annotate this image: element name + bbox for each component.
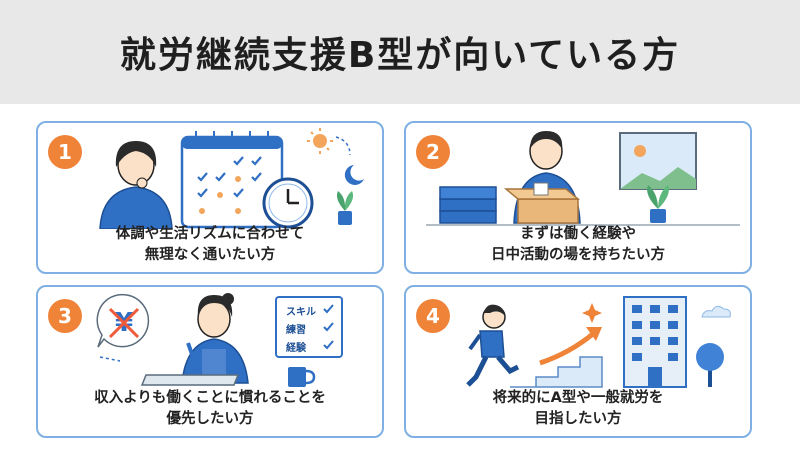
card-3-illustration: ¥ スキル 練習 経験	[96, 293, 343, 387]
card-2-illustration	[426, 131, 740, 226]
card-1: 1 体調や生活リズムに合わせて 無理なく通いたい方	[36, 121, 384, 274]
window-icon	[619, 132, 697, 190]
checklist-item: スキル	[286, 306, 316, 318]
card-number-badge: 1	[48, 135, 82, 169]
card-caption: まずは働く経験や 日中活動の場を持ちたい方	[406, 224, 750, 266]
card-caption: 収入よりも働くことに慣れることを 優先したい方	[38, 388, 382, 430]
card-caption-line: 目指したい方	[534, 411, 622, 427]
checklist-item: 経験	[286, 341, 307, 354]
plant-icon	[336, 191, 354, 225]
plant-icon	[647, 185, 669, 223]
no-yen-icon: ¥	[96, 293, 150, 348]
card-number-badge: 2	[416, 135, 450, 169]
card-caption-line: 将来的にA型や一般就労を	[492, 390, 664, 406]
clock-icon	[262, 177, 314, 229]
page-title: 就労継続支援B型が向いている方	[119, 35, 681, 76]
office-building-icon	[623, 296, 687, 388]
checklist-icon: スキル 練習 経験	[275, 296, 343, 358]
mug-icon	[288, 367, 316, 387]
moon-icon	[344, 165, 364, 185]
card-number-badge: 4	[416, 299, 450, 333]
person-climbing-stairs-icon	[466, 304, 520, 387]
card-caption-line: まずは働く経験や	[520, 226, 636, 242]
box-stack-icon	[439, 186, 497, 224]
arrow-up-icon	[539, 331, 596, 366]
card-caption: 体調や生活リズムに合わせて 無理なく通いたい方	[38, 224, 382, 266]
card-caption-line: 収入よりも働くことに慣れることを	[94, 390, 326, 406]
page-header: 就労継続支援B型が向いている方	[0, 0, 800, 104]
card-4-illustration	[466, 296, 731, 388]
card-4: 4 将来的にA型や一般就労を 目指したい方	[404, 285, 752, 438]
card-caption-line: 優先したい方	[166, 411, 254, 427]
card-3: ¥ スキル 練習 経験 3 収入よりも働くことに慣	[36, 285, 384, 438]
open-box-icon	[503, 182, 581, 224]
card-2: 2 まずは働く経験や 日中活動の場を持ちたい方	[404, 121, 752, 274]
person-crafting-icon	[181, 293, 249, 384]
checklist-item: 練習	[286, 323, 306, 336]
person-thinking-icon	[99, 141, 173, 229]
card-caption-line: 体調や生活リズムに合わせて	[115, 226, 305, 242]
tree-icon	[696, 343, 724, 387]
card-caption-line: 無理なく通いたい方	[144, 247, 276, 263]
sparkle-icon	[582, 303, 602, 323]
card-caption-line: 日中活動の場を持ちたい方	[491, 247, 665, 263]
card-caption: 将来的にA型や一般就労を 目指したい方	[406, 388, 750, 430]
cloud-icon	[701, 305, 731, 318]
sun-icon	[307, 128, 333, 154]
card-1-illustration	[99, 128, 364, 229]
card-number-badge: 3	[48, 299, 82, 333]
